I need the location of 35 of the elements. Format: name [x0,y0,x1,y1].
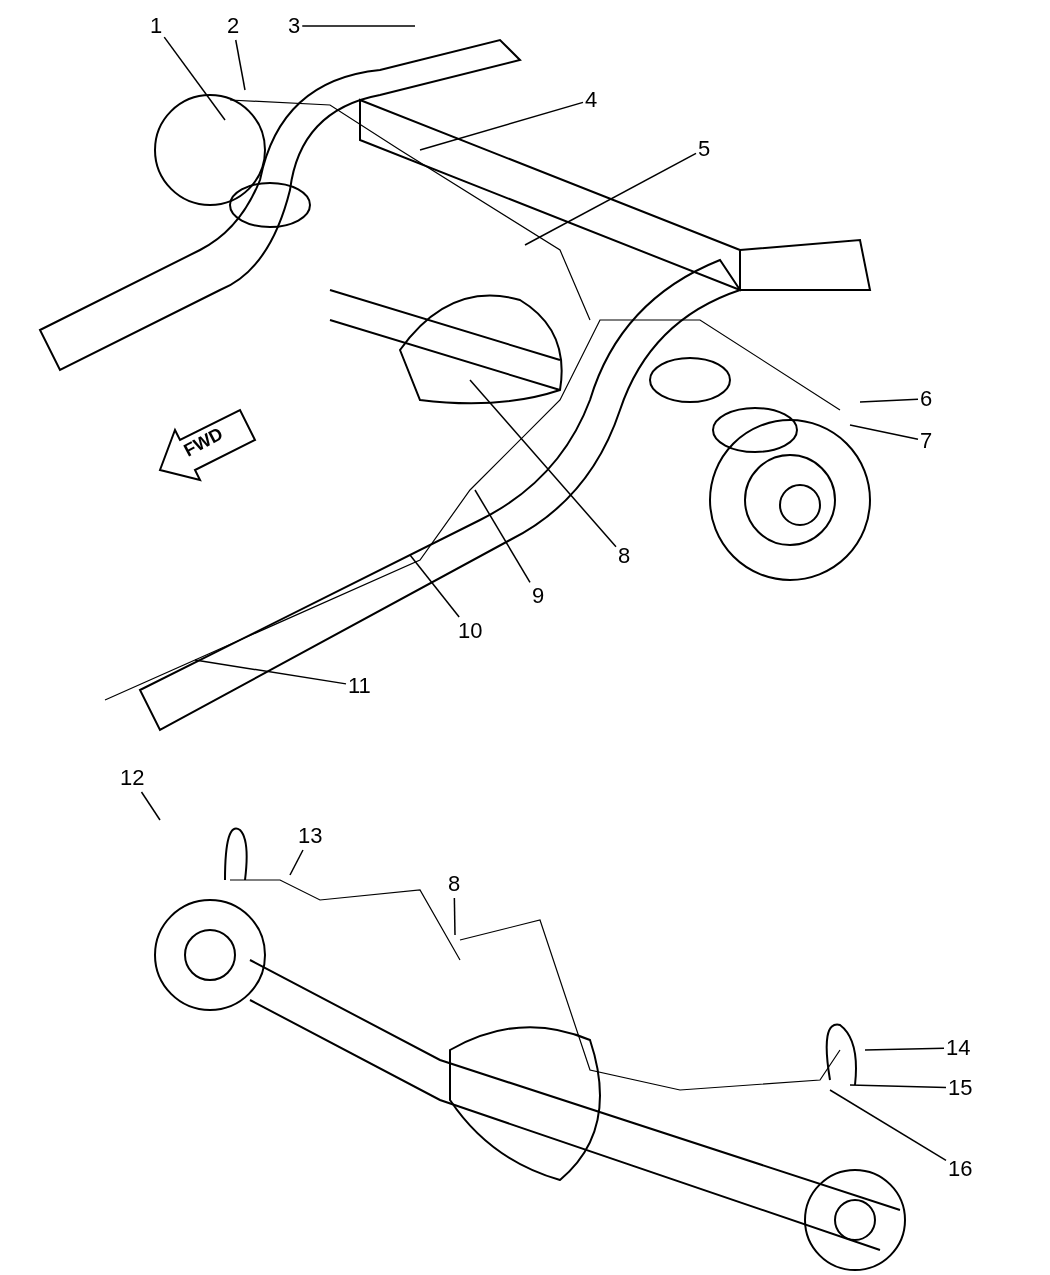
callout-number: 6 [920,387,933,411]
callout-number: 10 [458,619,483,643]
callout-number: 11 [348,674,371,698]
leader-line [289,849,304,876]
callout-number: 16 [948,1157,973,1181]
callout-number: 14 [946,1036,971,1060]
callout-number: 8 [448,872,461,896]
leader-line [453,897,456,936]
callout-number: 13 [298,824,323,848]
leader-line [301,25,416,27]
leader-line [194,659,347,685]
leader-line [163,36,226,121]
leader-line [524,152,697,246]
leader-line [849,1084,947,1089]
callout-number: 9 [532,584,545,608]
leader-line [829,1089,947,1162]
callout-number: 3 [288,14,301,38]
callout-number: 15 [948,1076,973,1100]
leader-line [849,424,919,441]
leader-line [474,489,531,584]
leader-line [419,101,584,151]
leader-line [864,1047,945,1051]
callout-number: 8 [618,544,631,568]
callout-number: 1 [150,14,163,38]
leader-line [469,379,617,548]
callout-number: 2 [227,14,240,38]
leader-line [234,39,246,91]
leader-line [409,554,460,618]
leader-line [140,791,161,821]
callout-number: 4 [585,88,598,112]
callout-number: 7 [920,429,933,453]
direction-label: FWD [180,423,227,462]
callout-number: 5 [698,137,711,161]
leader-line [859,398,919,403]
callout-number: 12 [120,766,145,790]
